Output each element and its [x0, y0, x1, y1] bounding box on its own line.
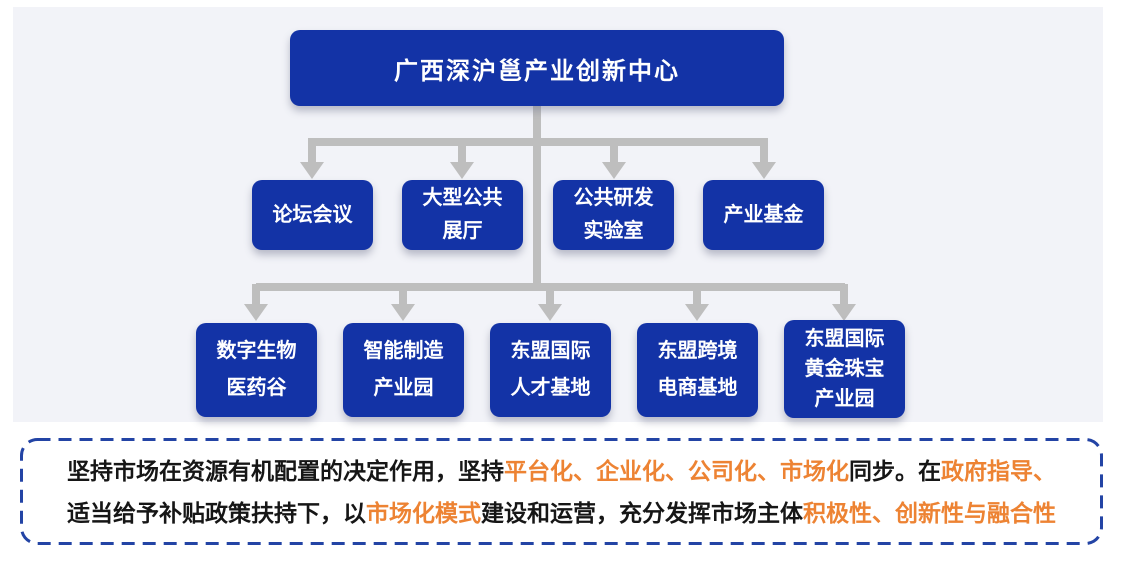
- org-node-rd-lab: 公共研发 实验室: [553, 180, 674, 250]
- arrow-down-icon: [685, 304, 709, 321]
- policy-note-box: 坚持市场在资源有机配置的决定作用，坚持平台化、企业化、公司化、市场化同步。在政府…: [22, 441, 1101, 543]
- org-node-label: 广西深沪邕产业创新中心: [394, 57, 680, 85]
- policy-text-segment: 积极性、创新性与融合性: [803, 500, 1056, 526]
- arrow-down-icon: [752, 162, 776, 179]
- arrow-down-icon: [538, 304, 562, 321]
- policy-text-segment: 同步。在: [849, 458, 941, 484]
- org-node-forum: 论坛会议: [252, 180, 373, 250]
- policy-text-segment: 市场化模式: [366, 500, 481, 526]
- policy-note-border: [20, 438, 1103, 545]
- org-node-label: 产业基金: [723, 203, 804, 226]
- org-node-label: 公共研发 实验室: [573, 187, 654, 242]
- policy-text-line-2: 适当给予补贴政策扶持下，以市场化模式建设和运营，充分发挥市场主体积极性、创新性与…: [22, 492, 1101, 534]
- arrow-down-icon: [244, 304, 268, 321]
- org-node-label: 智能制造 产业园: [363, 340, 444, 399]
- policy-text-segment: 政府指导、: [941, 458, 1056, 484]
- policy-text-segment: 建设和运营，充分发挥市场主体: [481, 500, 803, 526]
- org-node-label: 数字生物 医药谷: [216, 340, 297, 399]
- org-node-biomed-valley: 数字生物 医药谷: [196, 323, 317, 417]
- policy-text-segment: 适当给予补贴政策扶持下，以: [67, 500, 366, 526]
- org-node-ecommerce-base: 东盟跨境 电商基地: [637, 323, 758, 417]
- policy-text-segment: 平台化、企业化、公司化、市场化: [504, 458, 849, 484]
- arrow-down-icon: [450, 162, 474, 179]
- policy-text-segment: 坚持市场在资源有机配置的决定作用，坚持: [67, 458, 504, 484]
- arrow-down-icon: [832, 304, 856, 321]
- arrow-down-icon: [300, 162, 324, 179]
- org-node-talent-base: 东盟国际 人才基地: [490, 323, 611, 417]
- org-node-label: 东盟国际 黄金珠宝 产业园: [804, 328, 885, 410]
- org-node-smart-manufacturing: 智能制造 产业园: [343, 323, 464, 417]
- arrow-down-icon: [391, 304, 415, 321]
- arrow-down-icon: [602, 162, 626, 179]
- org-node-exhibition-hall: 大型公共 展厅: [402, 180, 523, 250]
- org-node-label: 大型公共 展厅: [422, 187, 503, 242]
- org-node-label: 东盟跨境 电商基地: [657, 340, 738, 399]
- org-node-industry-fund: 产业基金: [703, 180, 824, 250]
- org-node-label: 论坛会议: [272, 203, 353, 226]
- policy-text-line-1: 坚持市场在资源有机配置的决定作用，坚持平台化、企业化、公司化、市场化同步。在政府…: [22, 450, 1101, 492]
- org-node-gold-jewelry-park: 东盟国际 黄金珠宝 产业园: [784, 320, 905, 418]
- org-node-label: 东盟国际 人才基地: [510, 340, 591, 399]
- org-node-innovation-center: 广西深沪邕产业创新中心: [290, 30, 784, 106]
